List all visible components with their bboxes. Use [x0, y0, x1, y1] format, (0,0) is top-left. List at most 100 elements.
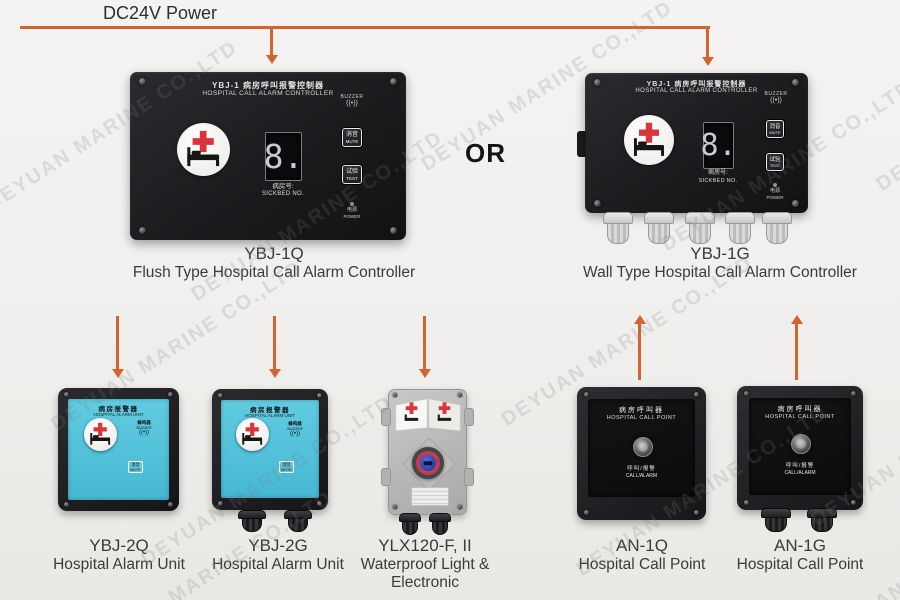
power-label-cn: 电源 [769, 188, 780, 194]
screw-icon [584, 510, 589, 515]
model-label: AN-1Q [616, 536, 668, 555]
sickbed-no-en: SICKBED NO. [262, 191, 304, 198]
call-point-title-cn: 病房呼叫器 [777, 406, 823, 413]
cable-gland [644, 212, 674, 244]
unit-title-en: HOSPITAL ALARM UNIT [244, 413, 295, 418]
alarm-unit-face: 病房报警器 HOSPITAL ALARM UNIT 蜂鸣器 BUZZER [221, 400, 319, 498]
wall-controller-panel: YBJ-1 病房呼叫报警控制器 HOSPITAL CALL ALARM CONT… [577, 73, 808, 244]
call-alarm-cn: 呼叫/报警 [785, 463, 815, 469]
arrow-to-ybj2g [268, 316, 281, 378]
flush-controller-caption: YBJ-1Q Flush Type Hospital Call Alarm Co… [94, 244, 454, 282]
signal-lamp-lens [412, 447, 444, 479]
power-indicator: 电源 POWER [763, 183, 787, 201]
controller-title-cn: YBJ-1 病房呼叫报警控制器 [212, 81, 324, 90]
cable-gland [603, 212, 633, 244]
watermark-text: DEYUAN MARINE CO.,LTD [872, 17, 900, 196]
mute-label-en: MUTE [345, 139, 359, 145]
cable-gland [685, 212, 715, 244]
call-point-title-en: HOSPITAL CALL POINT [606, 415, 677, 421]
name-label: Hospital Alarm Unit [212, 555, 344, 573]
gland-cap [238, 510, 266, 519]
controller-title-en: HOSPITAL CALL ALARM CONTROLLER [202, 90, 334, 97]
mute-en: MUTE [130, 467, 141, 472]
screw-icon [584, 392, 589, 397]
cable-gland [429, 513, 451, 535]
call-point-face: 病房呼叫器 HOSPITAL CALL POINT 呼叫/报警 CALL/ALA… [749, 398, 851, 495]
medical-emblem [236, 418, 269, 451]
screw-icon [851, 391, 856, 396]
cross-and-bed-icon [90, 423, 111, 445]
name-label: Hospital Call Point [578, 555, 706, 573]
call-button [633, 437, 653, 457]
call-alarm-cn: 呼叫/报警 [627, 466, 656, 472]
mute-label-cn: 消音 [345, 132, 358, 138]
sickbed-number-display: 8. [700, 122, 737, 169]
unit-title-en: HOSPITAL ALARM UNIT [93, 412, 144, 417]
screw-icon [168, 392, 173, 397]
buzzer-label: BUZZER ((•)) [330, 94, 374, 108]
screw-icon [744, 391, 749, 396]
buzzer-label: 蜂鸣器 BUZZER ((•)) [126, 420, 162, 438]
screw-icon [218, 393, 223, 398]
screw-icon [594, 79, 601, 86]
power-bus-line [20, 26, 710, 29]
buzzer-icon: ((•)) [346, 100, 358, 107]
medical-emblem [84, 418, 117, 451]
model-label: YBJ-1Q [244, 244, 304, 263]
call-point-face: 病房呼叫器 HOSPITAL CALL POINT 呼叫/报警 CALL/ALA… [588, 399, 695, 497]
mounting-tab [577, 131, 586, 157]
buzzer-label: BUZZER ((•)) [757, 91, 795, 105]
ylx120-waterproof-light [381, 389, 474, 535]
gland-body [607, 224, 629, 244]
cable-gland [761, 508, 791, 532]
an1q-call-point: 病房呼叫器 HOSPITAL CALL POINT 呼叫/报警 CALL/ALA… [577, 387, 706, 520]
ybj2q-alarm-unit: 病房报警器 HOSPITAL ALARM UNIT 蜂鸣器 BUZZER [58, 388, 179, 511]
cross-and-bed-icon [242, 423, 263, 445]
name-label-line2: Electronic [390, 573, 460, 591]
buzzer-text: BUZZER [340, 94, 364, 100]
name-label: Wall Type Hospital Call Alarm Controller [583, 263, 857, 281]
buzzer-cn: 蜂鸣器 [137, 420, 151, 425]
gland-body [242, 519, 262, 532]
an1g-caption: AN-1G Hospital Call Point [709, 536, 891, 574]
gland-body [648, 224, 670, 244]
an1g-call-point: 病房呼叫器 HOSPITAL CALL POINT 呼叫/报警 CALL/ALA… [737, 386, 863, 532]
test-label-cn: 试验 [769, 157, 781, 163]
screw-icon [218, 501, 223, 506]
name-label-line1: Waterproof Light & [360, 555, 490, 573]
arrow-from-an1g [790, 315, 803, 380]
cable-gland [807, 508, 837, 532]
gland-cap [603, 212, 633, 224]
gland-body [432, 522, 448, 535]
ylx120-caption: YLX120-F, II Waterproof Light & Electron… [334, 536, 516, 592]
screw-icon [390, 78, 397, 85]
mute-cn: 消音 [131, 462, 140, 467]
call-alarm-en: CALL/ALARM [625, 473, 658, 480]
an1q-caption: AN-1Q Hospital Call Point [551, 536, 733, 574]
call-alarm-label: 呼叫/报警 CALL/ALARM [588, 465, 695, 481]
power-arrow-to-flush-controller [265, 28, 278, 64]
sickbed-no-en: SICKBED NO. [698, 177, 738, 184]
screw-icon [594, 200, 601, 207]
buzzer-icon: ((•)) [289, 431, 301, 438]
screw-icon [458, 505, 462, 509]
test-label-en: TEST [769, 162, 781, 168]
test-label-en: TEST [346, 176, 358, 182]
ybj2q-caption: YBJ-2Q Hospital Alarm Unit [28, 536, 210, 574]
call-point-title-cn: 病房呼叫器 [619, 407, 664, 414]
screw-icon [139, 78, 146, 85]
mute-label-en: MUTE [769, 129, 781, 135]
gland-body [288, 519, 308, 532]
screw-icon [139, 227, 146, 234]
screw-icon [694, 510, 699, 515]
test-label-cn: 试验 [345, 169, 358, 175]
flush-controller-panel: YBJ-1 病房呼叫报警控制器 HOSPITAL CALL ALARM CONT… [130, 72, 406, 240]
gland-cap [429, 513, 451, 522]
power-led-icon [773, 183, 777, 187]
gland-cap [762, 212, 792, 224]
spec-label [411, 487, 449, 506]
test-button: 试验 TEST [766, 153, 784, 171]
call-alarm-label: 呼叫/报警 CALL/ALARM [749, 462, 851, 478]
mute-button: 消音 MUTE [128, 461, 143, 473]
screw-icon [317, 501, 322, 506]
